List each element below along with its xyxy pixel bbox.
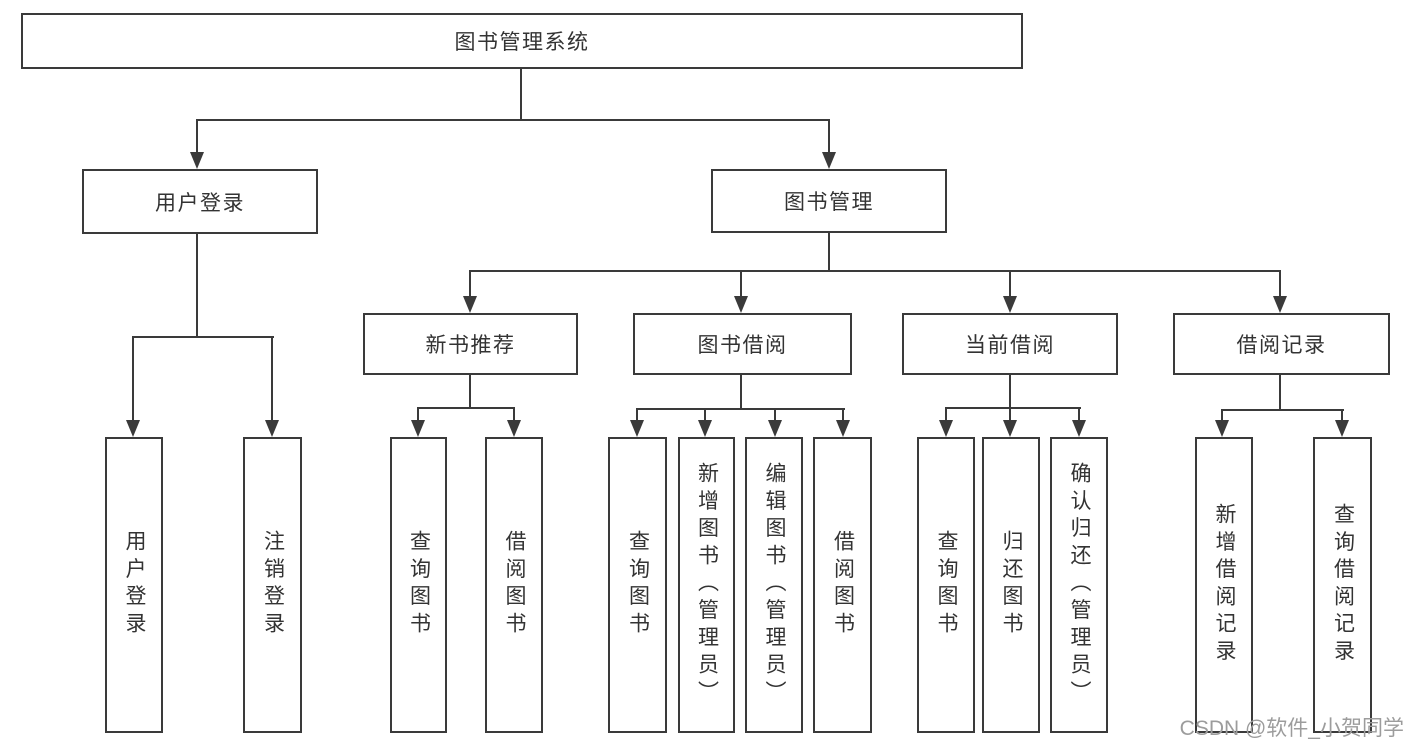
- connector-drop: [132, 336, 134, 420]
- arrow-down-icon: [698, 420, 712, 437]
- connector-root-stem: [520, 69, 522, 120]
- connector-drop: [740, 270, 742, 296]
- arrow-down-icon: [836, 420, 850, 437]
- connector-user-login-bus: [132, 336, 274, 338]
- node-new-books-label: 新书推荐: [425, 334, 516, 357]
- connector-drop: [1341, 409, 1343, 420]
- node-user-login: 用户登录: [82, 169, 318, 234]
- connector-drop: [842, 408, 844, 420]
- node-book-borrow: 图书借阅: [633, 313, 852, 375]
- arrow-down-icon: [411, 420, 425, 437]
- arrow-down-icon: [265, 420, 279, 437]
- connector-user-login-stem: [196, 234, 198, 337]
- arrow-down-icon: [1072, 420, 1086, 437]
- leaf-rc-add-record: 新增借阅记录: [1195, 437, 1253, 733]
- leaf-label: 用户登录: [123, 530, 146, 640]
- arrow-down-icon: [463, 296, 477, 313]
- leaf-label: 借阅图书: [831, 530, 855, 640]
- connector-drop: [1009, 270, 1011, 296]
- leaf-label: 借阅图书: [503, 530, 526, 640]
- node-book-borrow-label: 图书借阅: [697, 334, 788, 357]
- connector-new-books-bus: [417, 407, 515, 409]
- arrow-down-icon: [1273, 296, 1287, 313]
- leaf-label: 查询图书: [935, 530, 958, 640]
- node-current-borrow-label: 当前借阅: [965, 334, 1055, 357]
- connector-drop: [636, 408, 638, 420]
- connector-drop: [469, 270, 471, 296]
- connector-current-borrow-bus: [945, 407, 1081, 409]
- arrow-down-icon: [822, 152, 836, 169]
- leaf-label: 归还图书: [1000, 530, 1023, 640]
- leaf-rc-query-record: 查询借阅记录: [1313, 437, 1372, 733]
- arrow-down-icon: [939, 420, 953, 437]
- leaf-bw-add-books-admin: 新增图书（管理员）: [678, 437, 735, 733]
- connector-drop: [945, 407, 947, 420]
- connector-book-mgmt-stem: [828, 232, 830, 271]
- leaf-label: 注销登录: [261, 530, 285, 640]
- connector-drop: [704, 408, 706, 420]
- arrow-down-icon: [126, 420, 140, 437]
- arrow-down-icon: [1003, 420, 1017, 437]
- connector-level2-bus: [469, 270, 1281, 272]
- node-book-mgmt-label: 图书管理: [784, 191, 874, 214]
- leaf-label: 编辑图书（管理员）: [763, 462, 786, 708]
- connector-drop: [1279, 270, 1281, 296]
- arrow-down-icon: [734, 296, 748, 313]
- leaf-label: 查询图书: [626, 530, 650, 640]
- arrow-down-icon: [507, 420, 521, 437]
- leaf-label: 查询图书: [407, 530, 431, 640]
- node-library-system: 图书管理系统: [21, 13, 1023, 69]
- leaf-logout: 注销登录: [243, 437, 302, 733]
- connector-drop: [1221, 409, 1223, 420]
- node-user-login-label: 用户登录: [155, 191, 245, 215]
- leaf-bw-edit-books-admin: 编辑图书（管理员）: [745, 437, 803, 733]
- connector-drop: [774, 408, 776, 420]
- leaf-nb-query-books: 查询图书: [390, 437, 447, 733]
- leaf-bw-borrow-books: 借阅图书: [813, 437, 872, 733]
- connector-book-mgmt-drop: [828, 119, 830, 152]
- csdn-watermark: CSDN @软件_小贺同学: [1179, 717, 1404, 740]
- leaf-label: 新增图书（管理员）: [695, 462, 719, 708]
- connector-drop: [513, 407, 515, 420]
- connector-book-borrow-bus: [636, 408, 845, 410]
- leaf-label: 新增借阅记录: [1213, 503, 1236, 667]
- node-borrow-records-label: 借阅记录: [1236, 334, 1327, 357]
- connector-drop: [271, 336, 273, 420]
- arrow-down-icon: [1335, 420, 1349, 437]
- leaf-label: 确认归还（管理员）: [1068, 462, 1091, 708]
- node-new-books: 新书推荐: [363, 313, 578, 375]
- arrow-down-icon: [768, 420, 782, 437]
- connector-book-borrow-stem: [740, 375, 742, 409]
- connector-new-books-stem: [469, 375, 471, 408]
- leaf-label: 查询借阅记录: [1331, 503, 1355, 667]
- node-library-system-label: 图书管理系统: [454, 31, 590, 54]
- arrow-down-icon: [1003, 296, 1017, 313]
- leaf-cb-return-books: 归还图书: [982, 437, 1040, 733]
- leaf-bw-query-books: 查询图书: [608, 437, 667, 733]
- leaf-cb-confirm-return-admin: 确认归还（管理员）: [1050, 437, 1108, 733]
- arrow-down-icon: [630, 420, 644, 437]
- connector-borrow-records-stem: [1279, 375, 1281, 410]
- node-book-mgmt: 图书管理: [711, 169, 947, 233]
- leaf-user-login: 用户登录: [105, 437, 163, 733]
- node-borrow-records: 借阅记录: [1173, 313, 1390, 375]
- connector-user-login-drop: [196, 119, 198, 152]
- connector-current-borrow-stem: [1009, 375, 1011, 408]
- leaf-nb-borrow-books: 借阅图书: [485, 437, 543, 733]
- connector-borrow-records-bus: [1221, 409, 1344, 411]
- arrow-down-icon: [1215, 420, 1229, 437]
- connector-drop: [1078, 407, 1080, 420]
- node-current-borrow: 当前借阅: [902, 313, 1118, 375]
- connector-drop: [417, 407, 419, 420]
- connector-level1-bus: [196, 119, 830, 121]
- leaf-cb-query-books: 查询图书: [917, 437, 975, 733]
- connector-drop: [1009, 407, 1011, 420]
- arrow-down-icon: [190, 152, 204, 169]
